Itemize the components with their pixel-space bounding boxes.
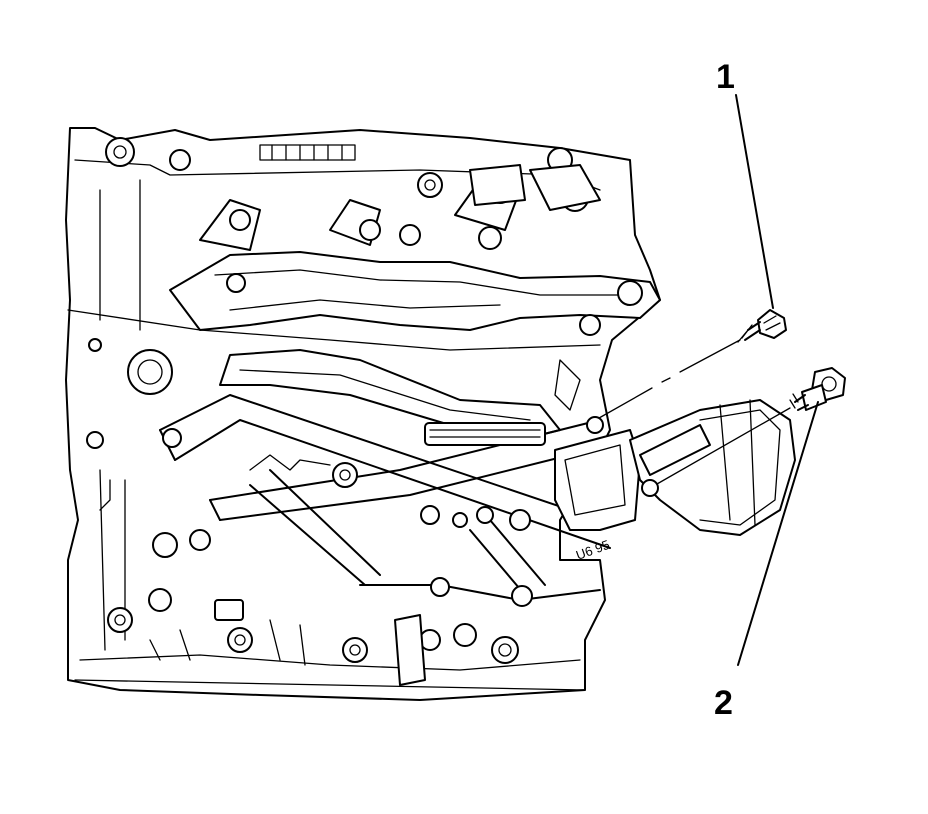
block-details	[99, 144, 601, 686]
callout-label-1: 1	[716, 58, 735, 96]
exhaust-manifold	[169, 179, 661, 331]
bolt-1	[737, 309, 787, 343]
callout-leaders	[735, 94, 819, 666]
casting-engraving: U6 95	[574, 537, 612, 563]
bracket	[159, 394, 611, 601]
bolt-2	[789, 367, 846, 411]
callout-label-2: 2	[714, 684, 733, 722]
sensor-housing	[554, 399, 796, 536]
bolt-guide-lines	[586, 339, 791, 497]
